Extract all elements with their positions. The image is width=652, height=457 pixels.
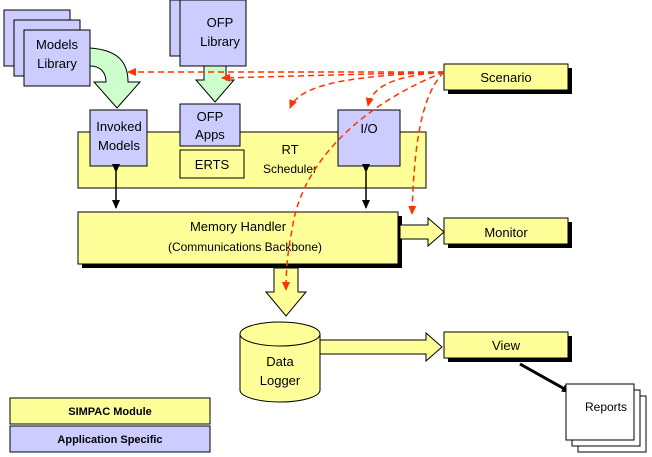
monitor-label: Monitor: [484, 225, 528, 240]
memory-handler-line1: Memory Handler: [190, 219, 287, 234]
reports-stack: Reports: [565, 383, 647, 453]
ofp-library-line1: OFP: [207, 15, 234, 30]
data-logger-line1: Data: [266, 354, 294, 369]
reports-label: Reports: [585, 400, 627, 414]
ofp-apps-line1: OFP: [197, 109, 224, 124]
rt-scheduler-line2: Scheduler: [263, 162, 317, 176]
ofp-apps-box: [179, 103, 241, 147]
data-logger-line2: Logger: [260, 373, 301, 388]
monitor-box: [443, 217, 569, 245]
rt-scheduler-line1: RT: [281, 142, 298, 157]
legend-application-swatch: [9, 425, 211, 453]
memory-handler-line2: (Communications Backbone): [168, 240, 322, 254]
invoked-models-line2: Models: [98, 138, 140, 153]
io-box: [337, 109, 401, 167]
invoked-models-box: [89, 109, 148, 167]
view-label: View: [492, 338, 521, 353]
scenario-label: Scenario: [480, 70, 531, 85]
memory-to-logger-arrow: [264, 267, 308, 317]
view-box: [443, 331, 569, 359]
models-library-stack: Models Library: [3, 9, 91, 87]
legend-application-label: Application Specific: [57, 434, 162, 446]
legend-simpac-label: SIMPAC Module: [68, 406, 152, 418]
scenario-control-arrows: [127, 68, 445, 291]
logger-to-view-arrow: [319, 331, 443, 363]
invoked-models-line1: Invoked: [96, 119, 142, 134]
erts-label: ERTS: [195, 157, 230, 172]
ofp-library-stack: OFP Library: [169, 0, 247, 67]
models-library-line1: Models: [36, 37, 78, 52]
models-library-line2: Library: [37, 56, 77, 71]
ofp-library-line2: Library: [200, 34, 240, 49]
erts-box: [179, 149, 245, 179]
legend-simpac-swatch: [9, 397, 211, 425]
memory-handler-box: [77, 211, 399, 265]
view-to-reports-arrow: [519, 362, 571, 394]
memory-to-monitor-arrow: [399, 216, 445, 248]
scenario-box: [443, 63, 569, 91]
models-to-invoked-arrow: [89, 47, 142, 109]
data-logger-cylinder: Data Logger: [239, 321, 321, 403]
io-label: I/O: [360, 121, 377, 136]
ofp-apps-line2: Apps: [195, 127, 225, 142]
